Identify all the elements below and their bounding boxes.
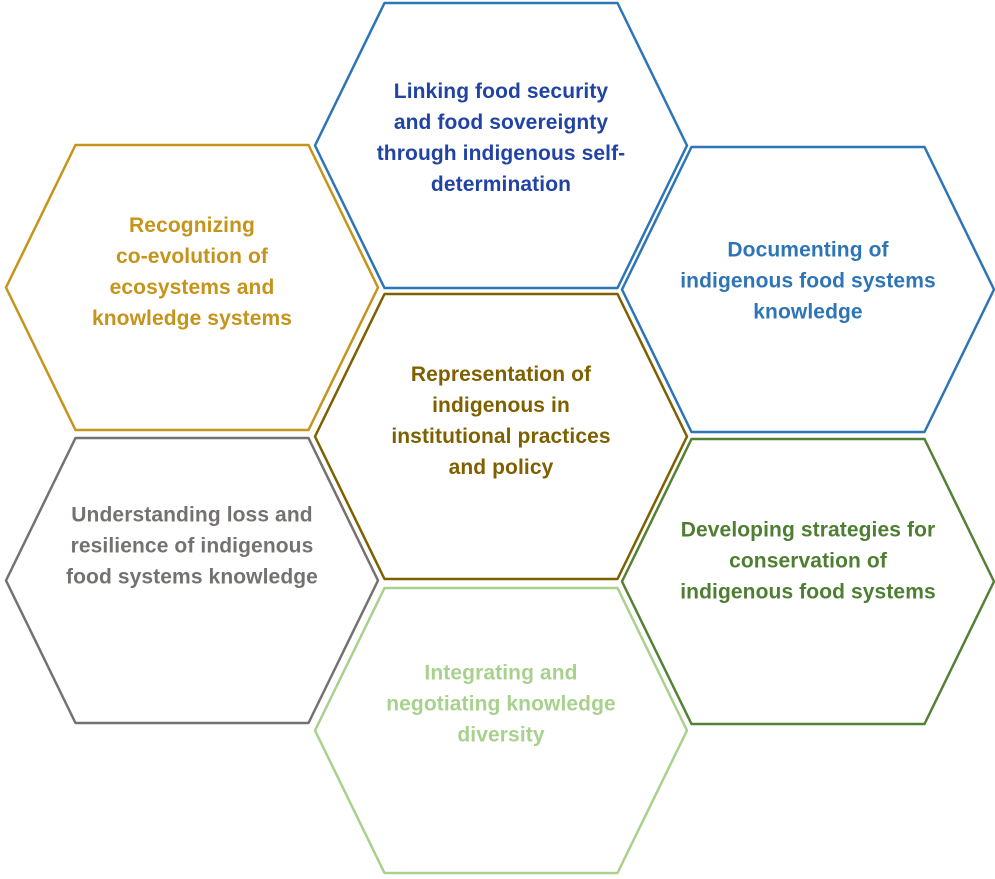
hexagon-outline (4, 436, 380, 725)
hexagon-recognizing-co-evolution: Recognizing co-evolution of ecosystems a… (4, 143, 380, 432)
hexagon-label-documenting-knowledge: Documenting of indigenous food systems k… (680, 238, 936, 324)
hexagon-integrating-negotiating: Integrating and negotiating knowledge di… (313, 586, 689, 875)
hexagon-outline (620, 437, 995, 726)
hexagon-label-linking-food-security: Linking food security and food sovereign… (376, 80, 626, 197)
hexagon-representation-institutional: Representation of indigenous in institut… (313, 292, 689, 581)
hexagon-label-developing-strategies: Developing strategies for conservation o… (680, 518, 936, 604)
hexagon-outline (313, 1, 689, 290)
hexagon-label-integrating-negotiating: Integrating and negotiating knowledge di… (386, 661, 616, 747)
hexagon-understanding-loss-resilience: Understanding loss and resilience of ind… (4, 436, 380, 725)
hexagon-linking-food-security: Linking food security and food sovereign… (313, 1, 689, 290)
hexagon-developing-strategies: Developing strategies for conservation o… (620, 437, 995, 726)
hexagon-label-understanding-loss-resilience: Understanding loss and resilience of ind… (66, 503, 318, 589)
hexagon-label-recognizing-co-evolution: Recognizing co-evolution of ecosystems a… (91, 213, 293, 330)
hexagon-documenting-knowledge: Documenting of indigenous food systems k… (620, 145, 995, 434)
hexagon-outline (620, 145, 995, 434)
hexagon-outline (4, 143, 380, 432)
hexagon-label-representation-institutional: Representation of indigenous in institut… (391, 362, 611, 479)
hexagon-outline (313, 586, 689, 875)
hexagon-outline (313, 292, 689, 581)
